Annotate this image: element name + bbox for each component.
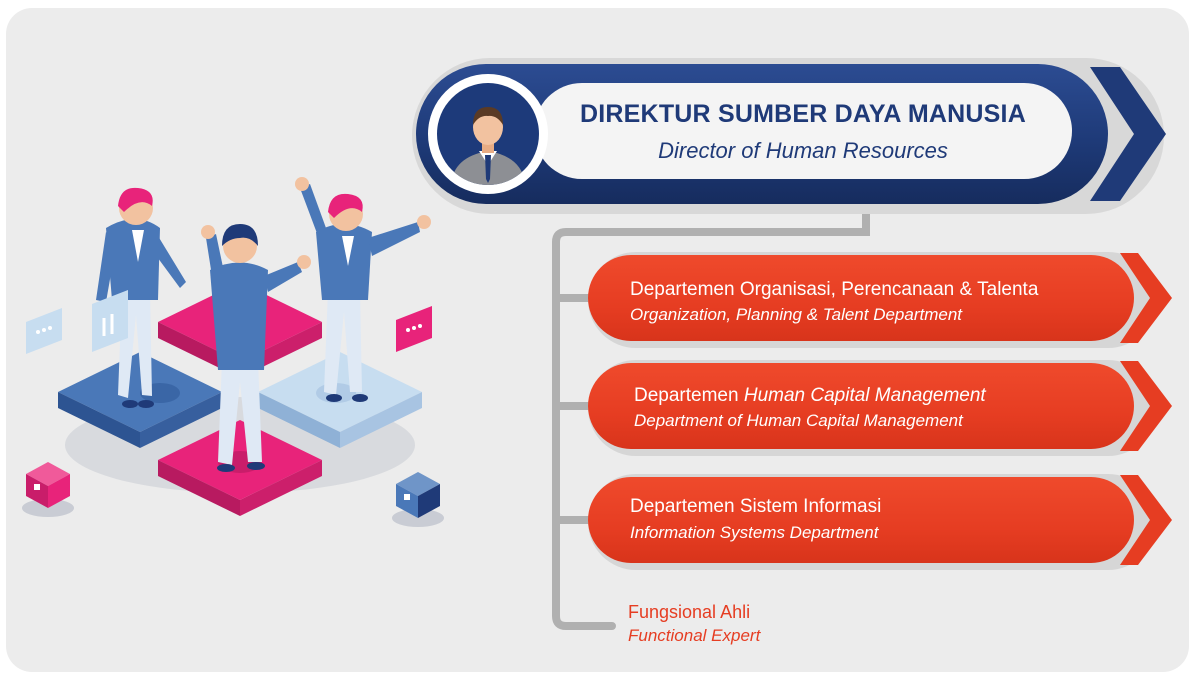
functional-expert-name-en: Functional Expert — [628, 626, 761, 645]
clipboard-icon — [92, 290, 128, 352]
businessman-avatar-icon — [437, 83, 539, 185]
chat-bubble-icon-right — [396, 306, 432, 352]
chevron-right-icon — [1120, 253, 1172, 343]
department-name-en: Department of Human Capital Management — [634, 411, 963, 430]
cube-icon-magenta — [22, 462, 74, 517]
person-man-center — [201, 224, 311, 472]
department-pill — [588, 477, 1134, 563]
department-pill — [588, 255, 1134, 341]
functional-expert-name-id: Fungsional Ahli — [628, 602, 751, 622]
chevron-right-icon — [1120, 475, 1172, 565]
chevron-right-icon — [1120, 361, 1172, 451]
person-woman-right — [295, 177, 431, 402]
director-subtitle: Director of Human Resources — [658, 138, 948, 163]
chevron-right-icon — [1090, 67, 1166, 201]
chat-bubble-icon-left — [26, 308, 62, 354]
department-name-id: Departemen Human Capital Management — [634, 385, 986, 406]
department-pill — [588, 363, 1134, 449]
department-name-en: Organization, Planning & Talent Departme… — [630, 305, 963, 324]
department-name-id: Departemen Organisasi, Perencanaan & Tal… — [630, 279, 1039, 300]
cube-icon-blue — [392, 472, 444, 527]
director-title: DIREKTUR SUMBER DAYA MANUSIA — [580, 100, 1026, 128]
puzzle-piece-blue — [58, 352, 222, 448]
department-name-id: Departemen Sistem Informasi — [630, 496, 882, 517]
director-label-box — [534, 83, 1072, 179]
department-name-en: Information Systems Department — [630, 523, 879, 542]
